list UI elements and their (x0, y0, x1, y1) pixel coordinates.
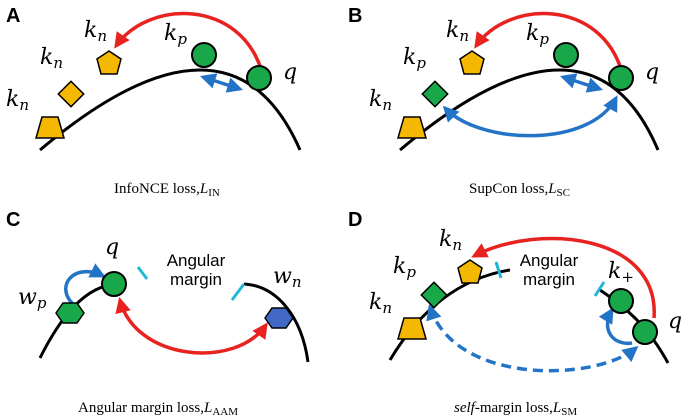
panel-a-hypersphere-arc (39, 68, 302, 152)
panel-d-q-circle (632, 319, 658, 345)
panel-c-push-arrow (115, 296, 268, 355)
panel-d-kplus-label: k+ (608, 259, 634, 286)
panel-d-q-label: q (668, 309, 682, 334)
panel-c-letter: C (6, 209, 20, 231)
panel-d-margin-tick-left (494, 261, 503, 279)
panel-a-q-circle (246, 65, 272, 91)
panel-d-kn-trapezoid (397, 317, 427, 340)
panel-c-q-circle (101, 271, 127, 297)
panel-d: D kn kp kn k+ q Angular margin self-marg… (348, 209, 682, 418)
panel-c-pull-arrow (64, 263, 106, 305)
panel-b-kn-label-2: kn (369, 87, 392, 114)
panel-d-margin-text-1: Angular (520, 251, 579, 270)
panel-a-kp-circle (191, 42, 217, 68)
panel-a-kn-label-2: kn (40, 45, 63, 72)
panel-b-push-arrow (474, 11, 624, 73)
panel-a-kn-diamond (57, 80, 85, 108)
panel-d-pull-arrow-dashed (426, 304, 639, 373)
panel-c-margin-text-2: margin (170, 270, 222, 289)
panel-b-kp-label-1: kp (403, 45, 426, 72)
panel-b-q-circle (608, 65, 634, 91)
panel-c-wn-hexagon (264, 307, 294, 329)
panel-a-kn-trapezoid (35, 116, 65, 139)
panel-b-pull-arrow-long (442, 95, 618, 138)
panel-d-push-arrow (471, 236, 656, 319)
panel-b-caption: SupCon loss,LSC (469, 181, 570, 199)
panel-c-wp-hexagon (55, 302, 85, 324)
panel-c-wp-label: wp (18, 285, 47, 312)
panel-c-margin-tick-right (230, 283, 246, 301)
panel-b-q-label: q (645, 60, 659, 85)
panel-c: C q wp wn Angular margin Angular margin … (6, 209, 310, 418)
panel-c-margin-tick-left (136, 266, 149, 280)
panel-d-pull-arrow-self (598, 307, 633, 346)
panel-d-kp-label: kp (393, 254, 416, 281)
panel-d-kplus-circle (608, 288, 634, 314)
panel-d-margin-tick-right (593, 281, 606, 297)
panel-d-arc-left (388, 268, 511, 361)
panel-a-letter: A (6, 5, 20, 27)
panel-d-kp-diamond (420, 281, 448, 309)
panel-a-kn-label-1: kn (84, 18, 107, 45)
panel-b-kp-circle (553, 42, 579, 68)
panel-b-pull-arrow-short (560, 73, 603, 93)
panel-d-caption: self-margin loss,LSM (454, 400, 577, 418)
panel-d-margin-text-2: margin (523, 270, 575, 289)
panel-c-margin-text-1: Angular (167, 251, 226, 270)
panel-c-q-label: q (105, 235, 119, 260)
panel-d-kn-pentagon (457, 259, 483, 284)
panel-d-kn-label-2: kn (369, 290, 392, 317)
panel-b: B kn kp kn kp q SupCon loss,LSC (348, 5, 660, 199)
panel-b-kp-label-2: kp (526, 21, 549, 48)
panel-a-kp-label: kp (164, 21, 187, 48)
panel-a-pull-arrow (200, 73, 243, 93)
panel-b-kn-label-1: kn (446, 18, 469, 45)
panel-d-kn-label-1: kn (439, 227, 462, 254)
panel-c-wn-label: wn (273, 264, 302, 291)
panel-a: A kn kn kn kp q InfoNCE loss,LIN (6, 5, 302, 199)
panel-a-q-label: q (283, 60, 297, 85)
panel-a-kn-pentagon (96, 50, 122, 75)
panel-d-letter: D (348, 209, 362, 231)
panel-b-kp-diamond (421, 80, 449, 108)
panel-a-push-arrow (114, 11, 264, 73)
panel-b-kn-pentagon (459, 50, 485, 75)
panel-a-kn-label-3: kn (6, 87, 29, 114)
panel-b-kn-trapezoid (397, 116, 427, 139)
panel-a-caption: InfoNCE loss,LIN (114, 181, 220, 199)
panel-b-letter: B (348, 5, 362, 27)
panel-c-caption: Angular margin loss,LAAM (78, 400, 238, 418)
